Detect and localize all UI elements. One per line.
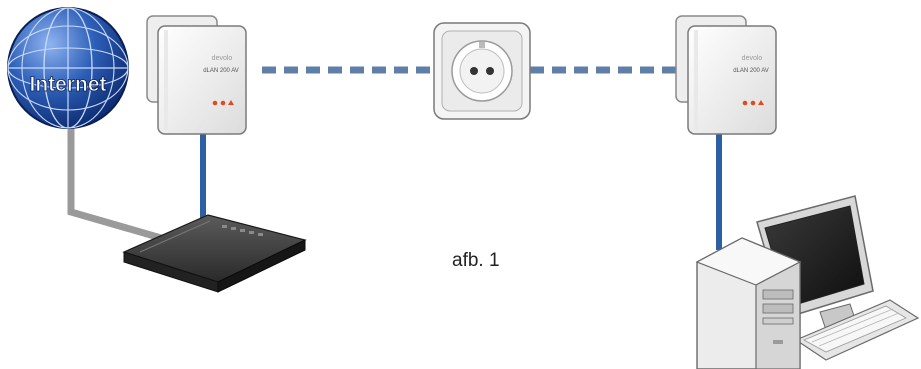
- status-led-icons: [212, 100, 234, 106]
- status-led-icons: [742, 100, 764, 106]
- adapter-model: dLAN 200 AV: [733, 68, 769, 74]
- figure-caption: afb. 1: [452, 250, 500, 271]
- internet-globe-icon: Internet: [7, 7, 129, 129]
- wall-socket-icon: [433, 22, 531, 120]
- adapter-brand: devolo: [742, 55, 763, 62]
- internet-cable: [67, 128, 169, 244]
- internet-label: Internet: [29, 73, 106, 96]
- keyboard-icon: [794, 299, 920, 361]
- adapter-model: dLAN 200 AV: [203, 68, 239, 74]
- pc-tower-icon: [695, 237, 802, 369]
- adapter-brand: devolo: [212, 55, 233, 62]
- powerline-adapter-right: devolo dLAN 200 AV: [675, 15, 777, 135]
- computer-icon: [695, 195, 920, 369]
- powerline-adapter-left: devolo dLAN 200 AV: [146, 15, 247, 135]
- router-icon: [122, 214, 307, 293]
